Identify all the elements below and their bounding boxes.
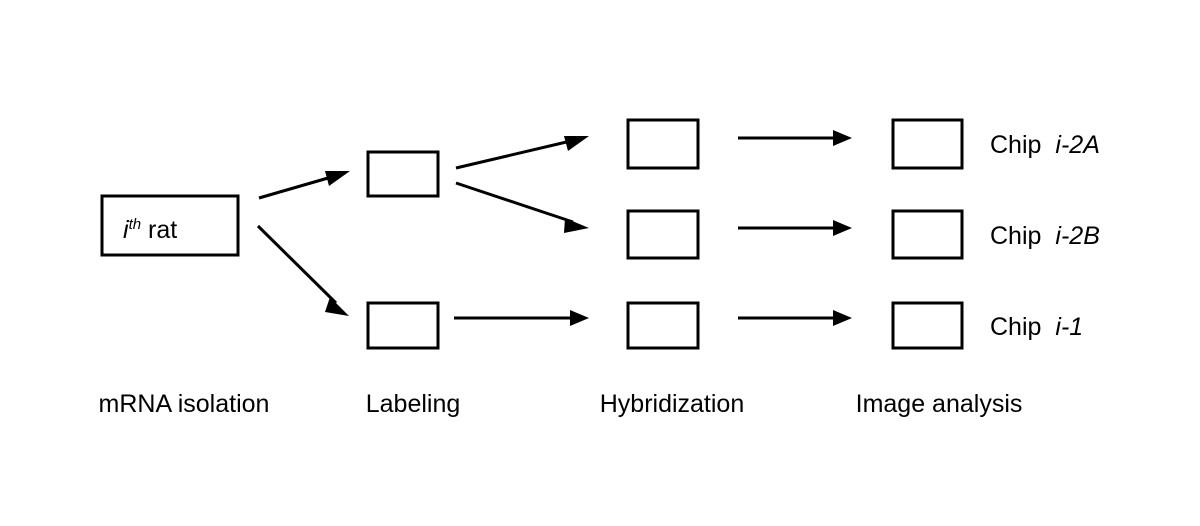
arrow-head-icon: [325, 171, 350, 186]
chip-label-i-1: Chip i-1: [990, 313, 1083, 341]
stage-label-labeling: Labeling: [366, 390, 461, 418]
stage-label-mrna-isolation: mRNA isolation: [99, 390, 270, 418]
arrow-head-icon: [833, 310, 852, 326]
arrow-head-icon: [325, 297, 349, 316]
arrow-hyb-bottom-to-img-bottom: [738, 310, 852, 326]
chip-label-prefix: Chip: [990, 131, 1041, 159]
labeling-box-top[interactable]: [366, 150, 440, 198]
rat-label-rest: rat: [141, 216, 177, 244]
rat-label-superscript: th: [129, 216, 142, 233]
stage-label-image-analysis: Image analysis: [856, 390, 1023, 418]
arrow-labeling-bottom-to-hyb-bottom: [454, 310, 589, 326]
image-analysis-box-bottom[interactable]: [891, 301, 964, 350]
chip-label-code: i-2A: [1055, 131, 1099, 159]
chip-label-i-2A: Chip i-2A: [990, 131, 1100, 159]
arrow-labeling-top-to-hyb-top: [455, 136, 589, 170]
arrow-head-icon: [564, 136, 589, 151]
source-node-rat[interactable]: ith rat: [100, 194, 240, 257]
arrow-rat-to-labeling-bottom: [256, 224, 349, 316]
rat-label-index: i: [123, 216, 130, 244]
chip-label-code: i-1: [1055, 313, 1083, 341]
arrow-rat-to-labeling-top: [258, 171, 350, 200]
arrow-hyb-mid-to-img-mid: [738, 220, 852, 236]
arrow-head-icon: [833, 220, 852, 236]
arrow-head-icon: [833, 130, 852, 146]
image-analysis-box-top[interactable]: [891, 118, 964, 170]
labeling-box-bottom[interactable]: [366, 301, 440, 350]
hybridization-box-top[interactable]: [626, 118, 700, 170]
chip-label-prefix: Chip: [990, 222, 1041, 250]
stage-label-hybridization: Hybridization: [600, 390, 745, 418]
rat-box[interactable]: [100, 194, 240, 257]
rat-box-label: ith rat: [123, 216, 177, 244]
arrow-head-icon: [570, 310, 589, 326]
arrow-hyb-top-to-img-top: [738, 130, 852, 146]
chip-label-code: i-2B: [1055, 222, 1099, 250]
arrow-head-icon: [564, 218, 589, 233]
chip-label-prefix: Chip: [990, 313, 1041, 341]
hybridization-box-bottom[interactable]: [626, 301, 700, 350]
chip-label-i-2B: Chip i-2B: [990, 222, 1100, 250]
arrow-labeling-top-to-hyb-mid: [455, 181, 589, 233]
hybridization-box-middle[interactable]: [626, 209, 700, 260]
image-analysis-box-middle[interactable]: [891, 209, 964, 260]
